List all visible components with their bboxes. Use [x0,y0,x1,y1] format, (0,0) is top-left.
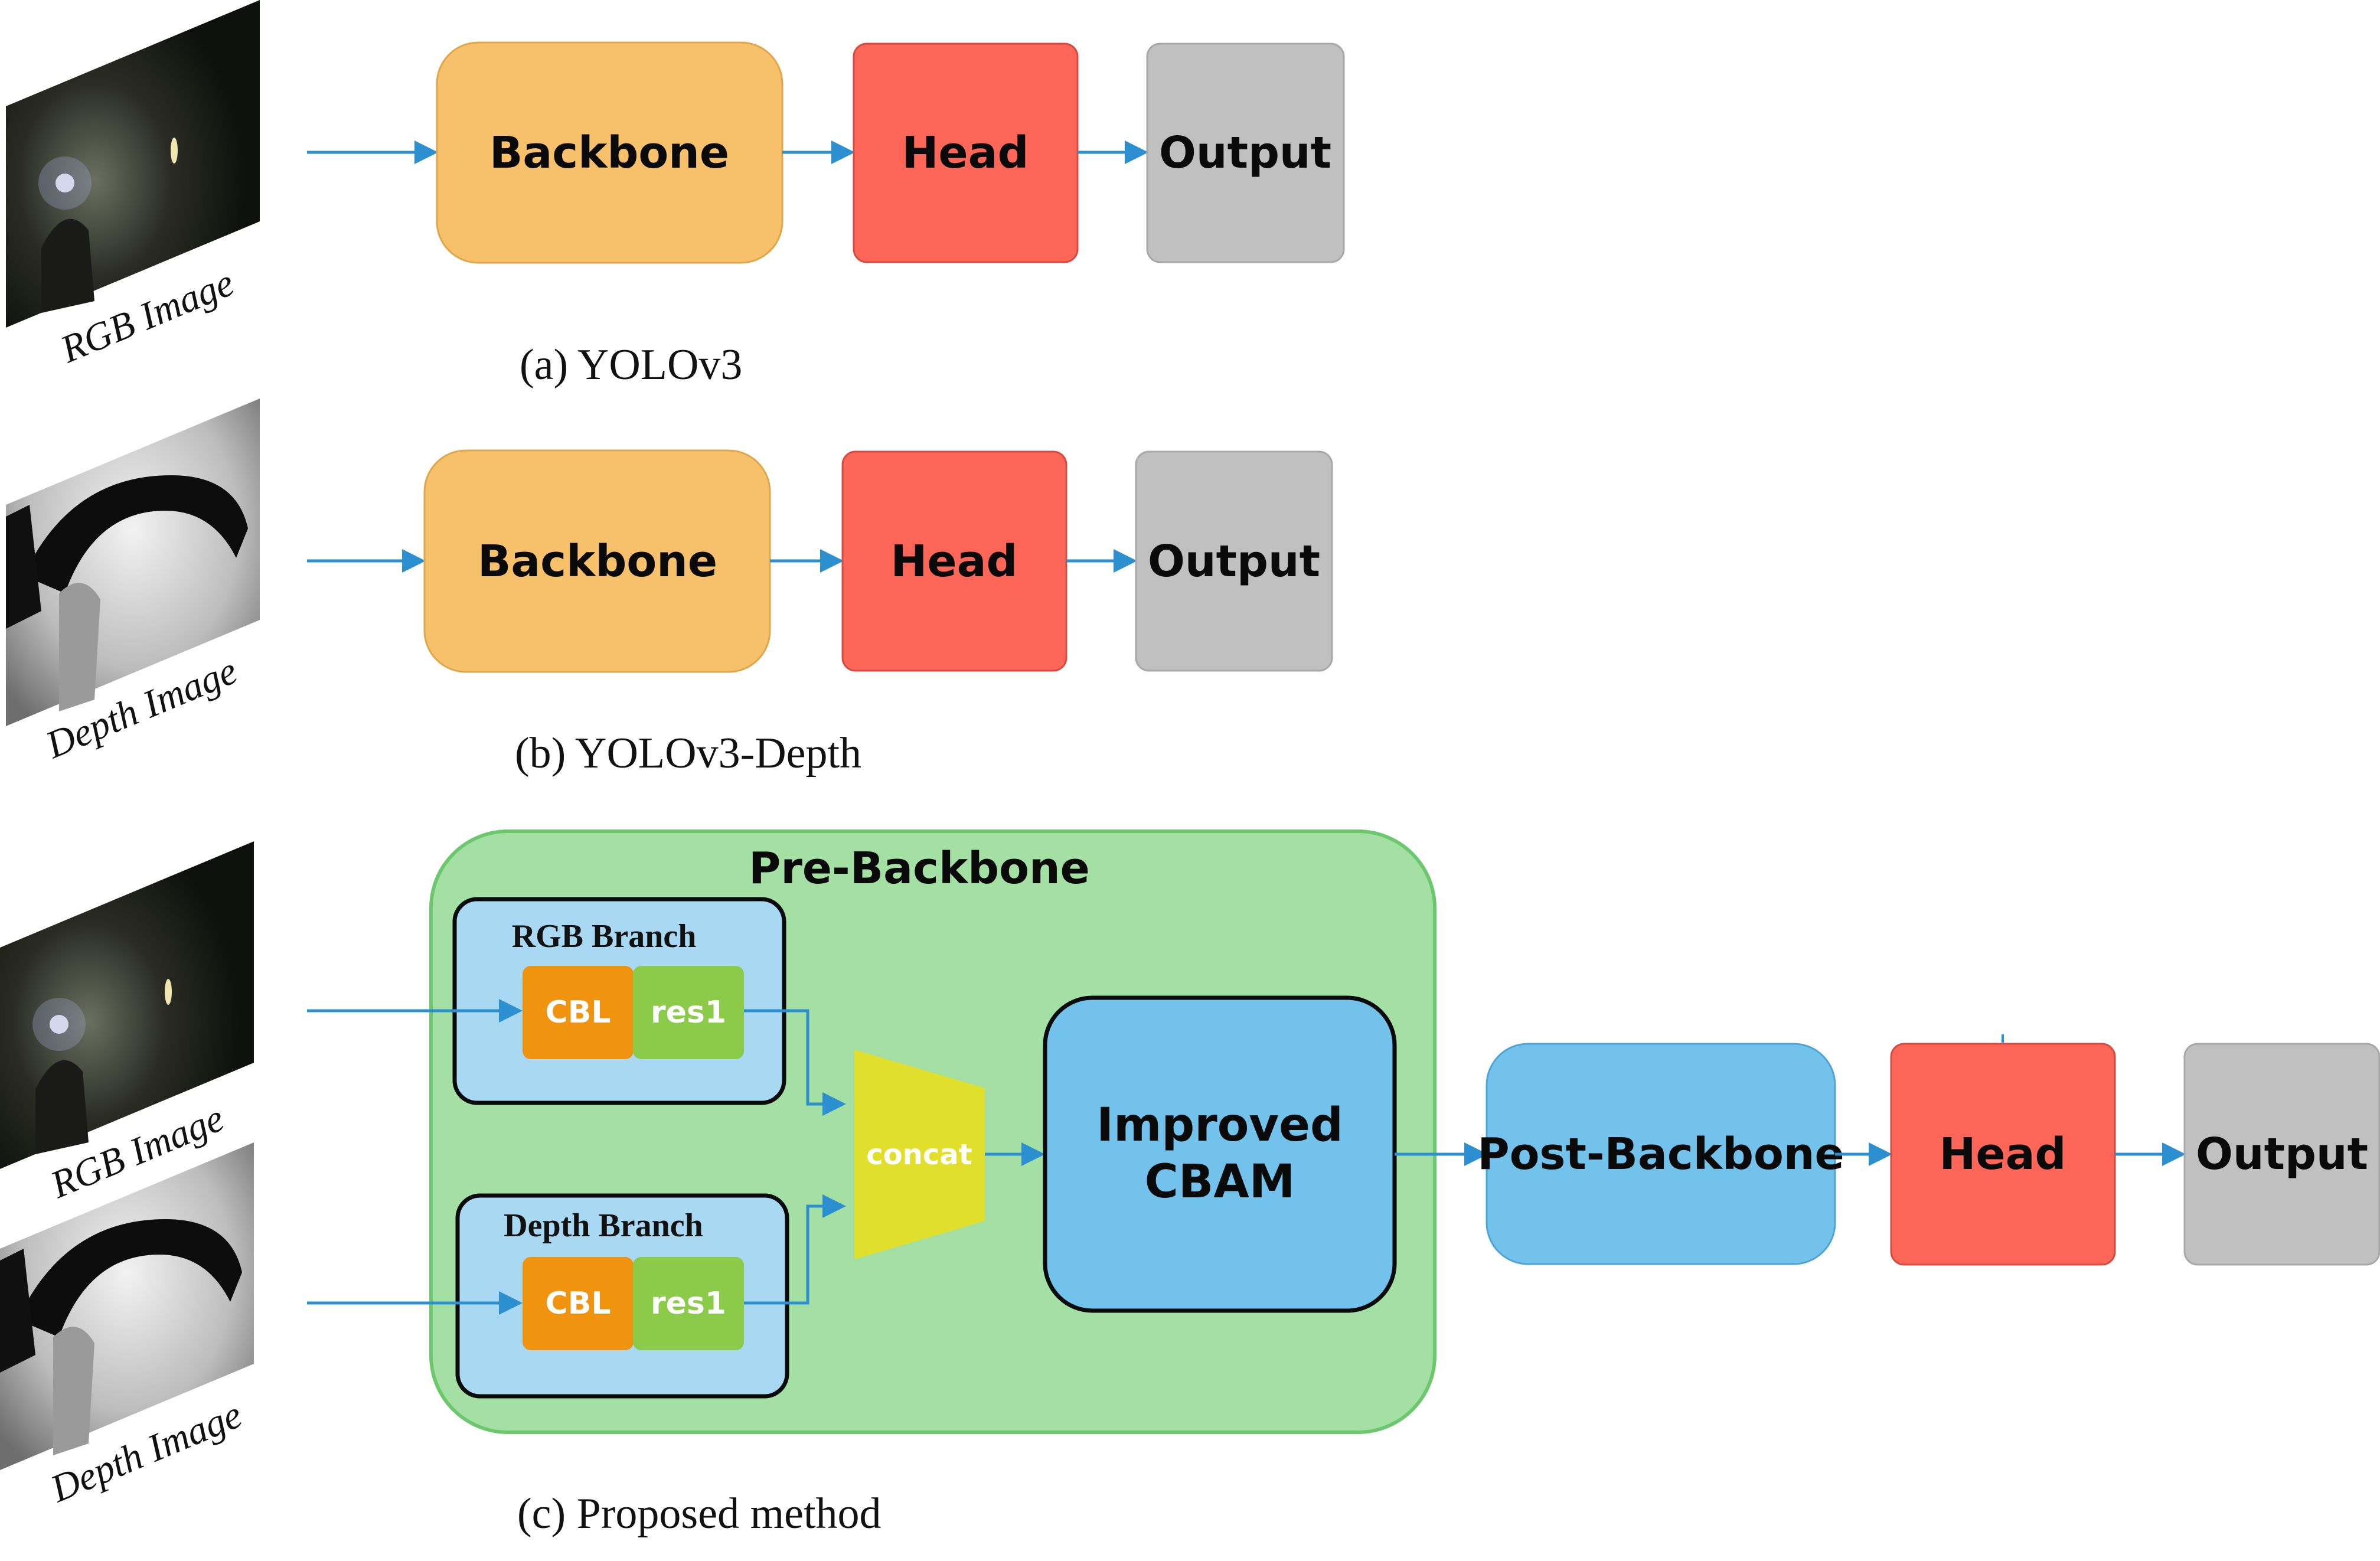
panel-b: Depth Image Backbone Head Output (b) YOL… [6,399,1333,778]
res1-block-rgb [633,966,744,1059]
arrow-depth-to-concat [744,1194,846,1305]
depth-image-thumbnail [6,399,260,726]
output-block-c [2183,1043,2380,1266]
cbl-block-depth [523,1257,634,1350]
panel-a: RGB Image Backbone Head Output (a) YOLOv… [6,0,1345,389]
caption-c: (c) Proposed method [517,1490,882,1538]
output-block-b [1135,450,1333,672]
depth-image-thumbnail-c [0,1142,254,1470]
concat-label: concat [866,1138,972,1171]
improved-cbam-block [1043,995,1397,1313]
panel-c: RGB Image Depth Image Pre-Backbone RGB B… [0,830,2380,1538]
head-label-b: Head [890,536,1017,587]
output-label-c: Output [2196,1129,2368,1180]
cbl-block-rgb [523,966,634,1059]
output-label-b: Output [1148,536,1320,587]
res1-label-rgb: res1 [651,995,726,1030]
rgb-image-thumbnail [6,0,260,328]
output-label: Output [1159,128,1331,178]
res1-label-depth: res1 [651,1286,726,1321]
backbone-label: Backbone [489,128,729,178]
concat-block [854,1050,985,1259]
rgb-image-thumbnail-c [0,841,254,1169]
caption-b: (b) YOLOv3-Depth [515,729,861,778]
output-block [1146,43,1345,263]
pre-backbone-label: Pre-Backbone [749,843,1090,894]
depth-branch-label: Depth Branch [504,1207,703,1244]
cbl-label-depth: CBL [546,1286,611,1321]
cbl-label-rgb: CBL [546,995,611,1030]
arrow-rgb-to-concat [744,1009,846,1116]
backbone-label-b: Backbone [478,536,717,587]
res1-block-depth [633,1257,744,1350]
post-backbone-label: Post-Backbone [1477,1129,1844,1180]
head-label-c: Head [1939,1129,2066,1180]
cbam-label-line1: Improved [1096,1099,1343,1152]
rgb-branch-label: RGB Branch [512,918,697,955]
caption-a: (a) YOLOv3 [520,341,742,389]
cbam-label-line2: CBAM [1145,1155,1295,1209]
head-label: Head [902,128,1029,178]
